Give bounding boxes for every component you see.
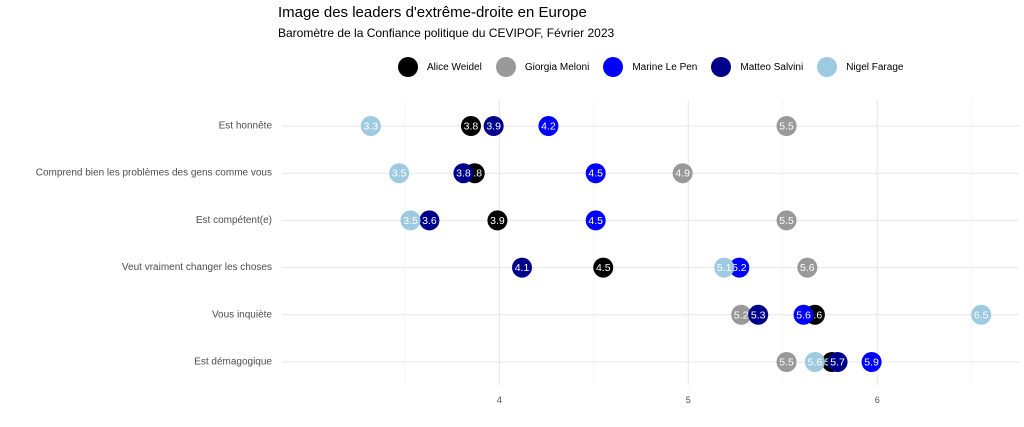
legend-item-giorgia-meloni: Giorgia Meloni: [495, 57, 590, 77]
legend-item-matteo-salvini: Matteo Salvini: [711, 57, 803, 77]
legend-label-alice-weidel: Alice Weidel: [427, 61, 482, 73]
point-label-marine-le-pen: 4.5: [588, 168, 603, 180]
point-nigel-farage: [389, 163, 410, 184]
chart-title: Image des leaders d'extrême-droite en Eu…: [278, 4, 587, 21]
point-label-alice-weidel: 4.5: [596, 262, 611, 274]
y-tick-label: Comprend bien les problèmes des gens com…: [36, 168, 272, 179]
y-tick-label: Vous inquiète: [212, 309, 272, 320]
point-giorgia-meloni: [776, 116, 797, 136]
point-label-giorgia-meloni: 5.5: [779, 121, 794, 133]
point-label-matteo-salvini: 3.9: [486, 121, 501, 133]
point-label-nigel-farage: 3.3: [364, 121, 379, 133]
point-label-matteo-salvini: 5.3: [751, 309, 766, 321]
point-matteo-salvini: [827, 352, 848, 372]
point-nigel-farage: [714, 257, 735, 278]
point-label-matteo-salvini: 5.7: [830, 357, 845, 369]
legend-label-matteo-salvini: Matteo Salvini: [740, 61, 804, 73]
y-tick-label: Est démagogique: [194, 357, 272, 368]
point-nigel-farage: [360, 116, 381, 136]
point-label-marine-le-pen: 4.5: [588, 215, 603, 227]
point-nigel-farage: [971, 304, 992, 325]
point-matteo-salvini: [453, 163, 474, 184]
point-marine-le-pen: [538, 116, 559, 136]
x-tick-label: 5: [686, 395, 691, 405]
point-label-nigel-farage: 5.1: [717, 262, 732, 274]
point-marine-le-pen: [729, 257, 750, 278]
y-tick-label: Est compétent(e): [196, 215, 272, 226]
point-label-marine-le-pen: 5.6: [796, 309, 811, 321]
point-label-matteo-salvini: 3.6: [422, 215, 437, 227]
legend-item-alice-weidel: Alice Weidel: [398, 57, 482, 77]
point-label-nigel-farage: 3.5: [403, 215, 418, 227]
point-matteo-salvini: [483, 116, 504, 136]
point-label-marine-le-pen: 5.9: [864, 357, 879, 369]
point-label-alice-weidel: 3.8: [464, 121, 479, 133]
point-label-matteo-salvini: 3.8: [456, 168, 471, 180]
legend-label-marine-le-pen: Marine Le Pen: [632, 61, 698, 73]
point-marine-le-pen: [861, 352, 882, 372]
point-label-marine-le-pen: 5.2: [732, 262, 747, 274]
legend-item-marine-le-pen: Marine Le Pen: [603, 57, 697, 77]
y-tick-label: Est honnête: [219, 121, 273, 132]
y-tick-label: Veut vraiment changer les choses: [122, 262, 272, 273]
point-label-giorgia-meloni: 5.5: [779, 215, 794, 227]
point-marine-le-pen: [585, 210, 606, 231]
legend-key-giorgia-meloni: [495, 57, 516, 77]
legend-key-alice-weidel: [398, 57, 418, 77]
x-tick-label: 4: [497, 395, 502, 405]
point-label-alice-weidel: 3.9: [490, 215, 505, 227]
point-label-giorgia-meloni: 5.2: [734, 309, 749, 321]
point-giorgia-meloni: [776, 210, 797, 231]
point-nigel-farage: [400, 210, 421, 231]
x-tick-label: 6: [875, 395, 880, 405]
point-label-giorgia-meloni: 5.5: [779, 357, 794, 369]
point-label-giorgia-meloni: 4.9: [675, 168, 690, 180]
point-label-matteo-salvini: 4.1: [515, 262, 530, 274]
point-alice-weidel: [460, 116, 481, 136]
point-giorgia-meloni: [731, 304, 752, 325]
point-marine-le-pen: [793, 304, 814, 325]
point-nigel-farage: [804, 352, 825, 372]
point-alice-weidel: [487, 210, 508, 231]
point-label-nigel-farage: 5.6: [808, 357, 823, 369]
legend-label-giorgia-meloni: Giorgia Meloni: [524, 61, 590, 73]
chart-subtitle: Baromètre de la Confiance politique du C…: [278, 26, 615, 40]
point-label-marine-le-pen: 4.2: [541, 121, 556, 133]
point-matteo-salvini: [419, 210, 440, 231]
point-giorgia-meloni: [672, 163, 693, 184]
legend: Alice Weidel Giorgia Meloni Marine Le Pe…: [398, 57, 917, 77]
legend-key-marine-le-pen: [603, 57, 624, 77]
legend-key-matteo-salvini: [711, 57, 732, 77]
point-matteo-salvini: [748, 304, 769, 325]
point-marine-le-pen: [585, 163, 606, 184]
point-label-nigel-farage: 3.5: [392, 168, 407, 180]
point-giorgia-meloni: [776, 352, 797, 372]
legend-key-nigel-farage: [817, 57, 838, 77]
point-matteo-salvini: [511, 257, 532, 278]
legend-label-nigel-farage: Nigel Farage: [846, 61, 904, 73]
point-alice-weidel: [593, 257, 614, 278]
point-label-nigel-farage: 6.5: [974, 309, 989, 321]
point-giorgia-meloni: [797, 257, 818, 278]
point-label-giorgia-meloni: 5.6: [800, 262, 815, 274]
legend-item-nigel-farage: Nigel Farage: [817, 57, 903, 77]
